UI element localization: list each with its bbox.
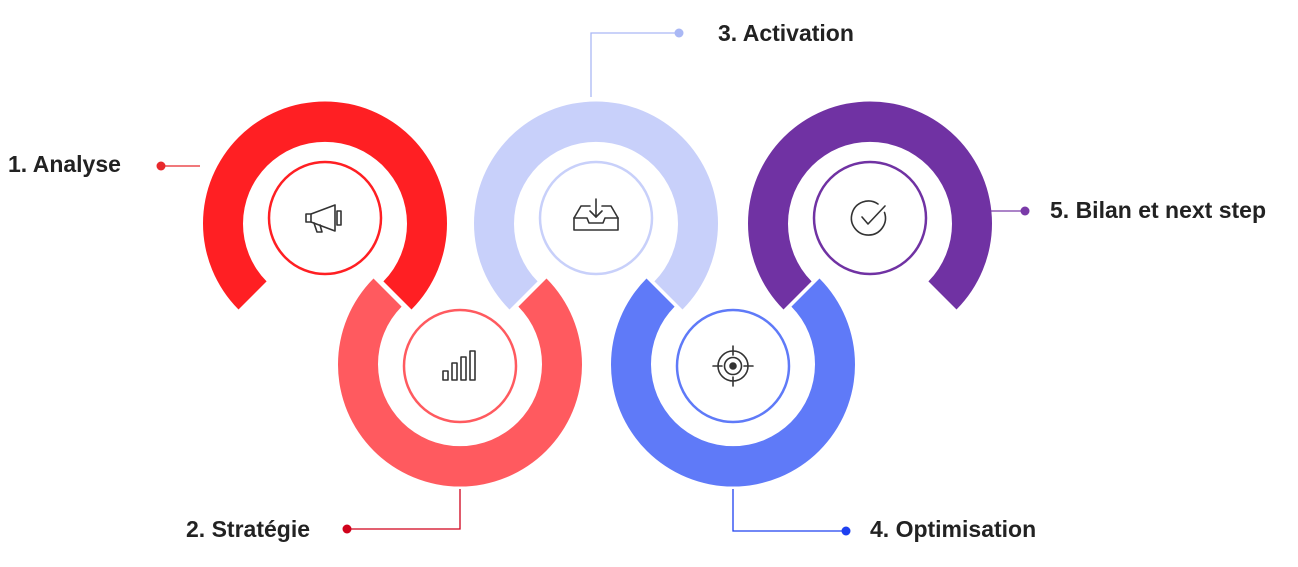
step-5-label: 5. Bilan et next step	[1050, 197, 1266, 223]
step-2-label: 2. Stratégie	[186, 516, 310, 542]
icon-circle-step-3	[538, 160, 654, 276]
target-icon	[712, 345, 754, 387]
ring-step-3	[473, 101, 718, 310]
step-4-label: 4. Optimisation	[870, 516, 1036, 542]
megaphone-icon	[305, 204, 342, 233]
bar-chart-icon	[442, 350, 476, 381]
step-1-label: 1. Analyse	[8, 151, 121, 177]
connector-dot-step-2	[342, 524, 352, 534]
connector-line-step-4	[732, 489, 846, 532]
connector-dot-step-4	[841, 526, 851, 536]
connector-dot-step-5	[1020, 206, 1030, 216]
connector-dot-step-3	[674, 28, 684, 38]
check-circle-icon	[850, 200, 887, 236]
inbox-download-icon	[573, 198, 619, 231]
rings	[202, 101, 992, 487]
ring-step-5	[747, 101, 992, 310]
connector-dot-step-1	[156, 161, 166, 171]
ring-step-1	[202, 101, 447, 310]
connector-line-step-2	[347, 489, 461, 530]
step-3-label: 3. Activation	[718, 20, 854, 46]
ring-step-2	[338, 278, 582, 487]
icon-circle-step-2	[402, 308, 518, 424]
icon-circle-step-5	[812, 160, 928, 276]
icon-circle-step-1	[267, 160, 383, 276]
ring-step-4	[611, 278, 855, 487]
connector-line-step-3	[590, 32, 679, 97]
